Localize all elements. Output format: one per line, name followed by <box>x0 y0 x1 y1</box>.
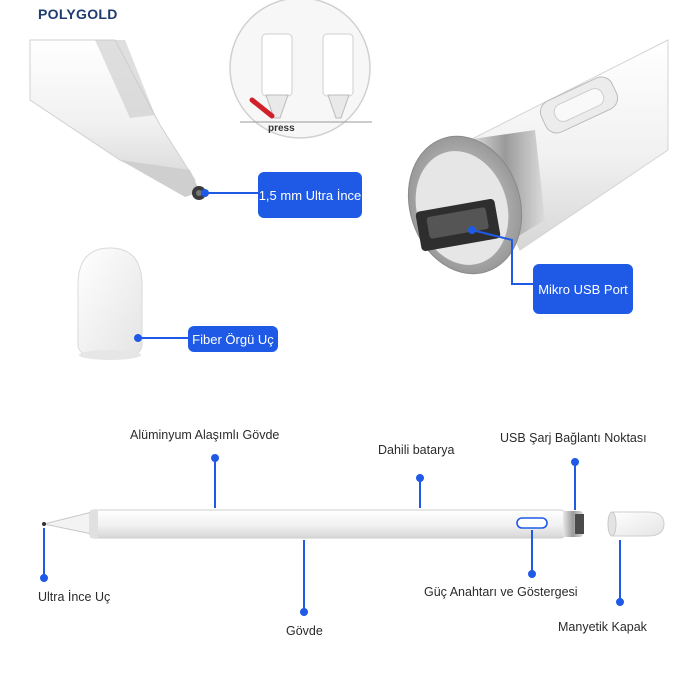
pen-back-closeup <box>407 39 669 275</box>
label-magnetic-cap: Manyetik Kapak <box>558 620 647 634</box>
pen-tip-closeup <box>29 39 206 200</box>
fiber-tip-callout: Fiber Örgü Uç <box>188 326 278 352</box>
fiber-tip-cap <box>77 247 143 360</box>
full-pen-diagram <box>42 509 665 539</box>
label-usb-charge-point: USB Şarj Bağlantı Noktası <box>500 431 647 445</box>
label-body: Gövde <box>286 624 323 638</box>
tip-width-callout: 1,5 mm Ultra İnce <box>258 172 362 218</box>
usb-port-callout: Mikro USB Port <box>533 264 633 314</box>
label-ultra-thin-tip: Ultra İnce Uç <box>38 590 111 604</box>
press-inset <box>229 0 372 139</box>
press-label: press <box>268 123 295 134</box>
label-aluminum-body: Alüminyum Alaşımlı Gövde <box>130 428 280 442</box>
label-battery: Dahili batarya <box>378 443 455 457</box>
leader-lines <box>40 189 624 616</box>
label-power-switch: Güç Anahtarı ve Göstergesi <box>424 585 578 599</box>
brand-logo: POLYGOLD <box>38 6 118 22</box>
